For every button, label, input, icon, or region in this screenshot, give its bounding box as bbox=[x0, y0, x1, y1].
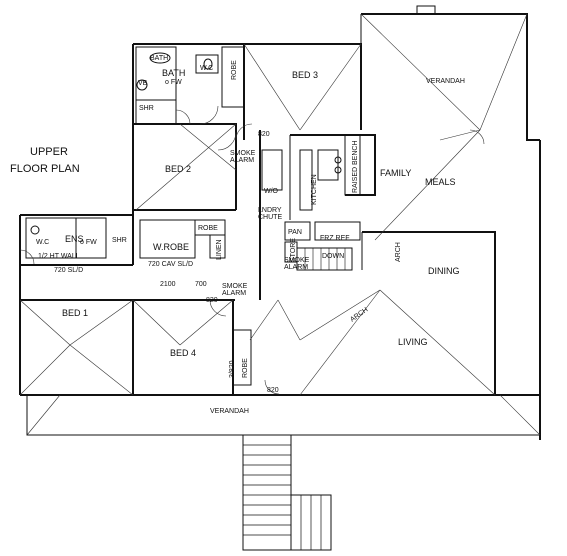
label-arch-2: ARCH bbox=[349, 307, 369, 324]
label-smoke-alarm-3: SMOKE bbox=[222, 283, 248, 290]
label-robe-2: ROBE bbox=[198, 225, 218, 232]
title-upper: UPPER bbox=[30, 146, 68, 158]
label-smoke-alarm-2b: ALARM bbox=[284, 264, 308, 271]
label-dining: DINING bbox=[428, 266, 460, 276]
label-laundry: LNDRY bbox=[258, 207, 282, 214]
label-fw-1: o FW bbox=[165, 79, 182, 86]
label-bath: BATH bbox=[150, 55, 168, 62]
label-820-c: 820 bbox=[267, 387, 279, 394]
label-smoke-alarm-1: SMOKE bbox=[230, 150, 256, 157]
main-walls bbox=[19, 43, 541, 440]
label-shr: SHR bbox=[139, 105, 154, 112]
label-ens: ENS bbox=[65, 234, 84, 244]
label-down: DOWN bbox=[322, 253, 344, 260]
label-family: FAMILY bbox=[380, 168, 411, 178]
label-wc-2: W.C bbox=[36, 239, 49, 246]
label-robe-3: ROBE bbox=[242, 358, 249, 378]
label-700: 700 bbox=[195, 281, 207, 288]
label-smoke-alarm-1b: ALARM bbox=[230, 157, 254, 164]
label-wrobe: W.ROBE bbox=[153, 242, 189, 252]
label-pan: PAN bbox=[288, 229, 302, 236]
label-820-a: 820 bbox=[258, 131, 270, 138]
label-shr-2: SHR bbox=[112, 237, 127, 244]
label-store: STORE bbox=[290, 238, 297, 262]
label-bed1: BED 1 bbox=[62, 308, 88, 318]
label-bed2: BED 2 bbox=[165, 164, 191, 174]
label-3-820: 3/820 bbox=[229, 360, 236, 378]
roof-lines bbox=[19, 43, 496, 396]
interior-walls bbox=[20, 44, 496, 395]
label-smoke-alarm-2: SMOKE bbox=[284, 257, 310, 264]
label-half-wall: 1/2 HT WALL bbox=[38, 253, 80, 260]
label-frz-ref: FRZ REF bbox=[320, 235, 350, 242]
label-wo: W/O bbox=[264, 188, 279, 195]
label-meals: MEALS bbox=[425, 177, 456, 187]
title-floor-plan: FLOOR PLAN bbox=[10, 163, 80, 175]
fixtures bbox=[30, 52, 342, 235]
label-verandah-top: VERANDAH bbox=[426, 78, 465, 85]
label-2100: 2100 bbox=[160, 281, 176, 288]
label-living: LIVING bbox=[398, 337, 428, 347]
label-robe-top: ROBE bbox=[231, 60, 238, 80]
label-kitchen: KITCHEN bbox=[311, 174, 318, 205]
label-fw-2: o FW bbox=[80, 239, 97, 246]
label-vb: VB bbox=[138, 80, 148, 87]
label-linen: LINEN bbox=[216, 239, 223, 260]
verandah-bottom-outline bbox=[26, 394, 541, 436]
label-verandah-bottom: VERANDAH bbox=[210, 408, 249, 415]
label-720-sl: 720 SL/D bbox=[54, 267, 83, 274]
verandah-top-outline bbox=[360, 13, 540, 141]
stairs-bottom bbox=[242, 434, 332, 551]
label-bed3: BED 3 bbox=[292, 70, 318, 80]
label-820-b: 820 bbox=[206, 297, 218, 304]
door-swings bbox=[19, 105, 485, 395]
label-bed4: BED 4 bbox=[170, 348, 196, 358]
label-raised-bench: RAISED BENCH bbox=[352, 140, 359, 193]
label-arch-1: ARCH bbox=[395, 242, 402, 262]
label-wc: W.C bbox=[200, 65, 213, 72]
label-smoke-alarm-3b: ALARM bbox=[222, 290, 246, 297]
label-720-cav: 720 CAV SL/D bbox=[148, 261, 193, 268]
top-chimney bbox=[416, 5, 436, 15]
label-bath-2: BATH bbox=[162, 68, 185, 78]
label-laundry-b: CHUTE bbox=[258, 214, 282, 221]
